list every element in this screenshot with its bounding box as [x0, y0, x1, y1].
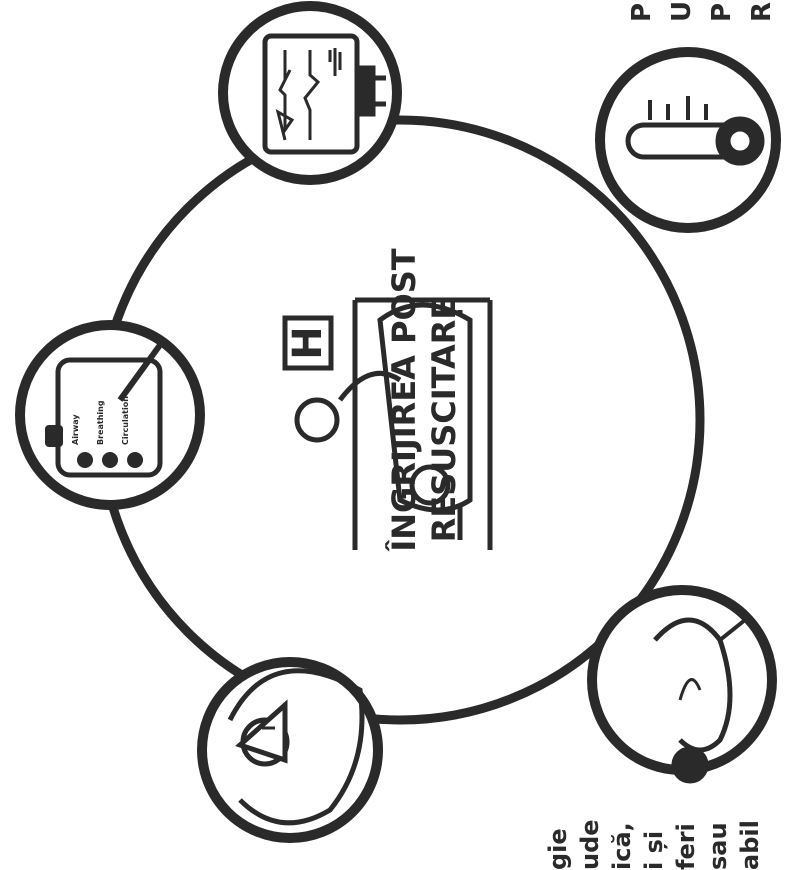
fragment-3: i și	[640, 831, 668, 870]
circulation-letter: C	[131, 456, 141, 463]
checklist-icon: A Airway B Breathing C Circulation	[45, 345, 160, 475]
top-fragment-1: U	[667, 1, 697, 22]
title-line2: RESUSCITARE	[425, 298, 463, 543]
airway-label: Airway	[71, 414, 80, 445]
top-fragment-2: P	[707, 3, 737, 22]
top-fragment-3: R	[747, 2, 777, 22]
fragment-0: gie	[544, 828, 572, 870]
bottom-left-fragments: gie ude ică, i și feri sau abil	[544, 819, 764, 870]
fragment-4: feri	[672, 823, 700, 870]
brain-node	[202, 662, 378, 838]
title-line1: ÎNGRIJIREA POST	[385, 248, 423, 551]
airway-letter: A	[81, 456, 91, 463]
fragment-5: sau	[704, 822, 732, 870]
top-fragment-0: P	[627, 3, 657, 22]
fragment-2: ică,	[608, 822, 636, 870]
hospital-sign: H	[285, 326, 331, 359]
stomach-node	[592, 590, 772, 781]
thermometer-node	[600, 52, 776, 228]
checklist-node: A Airway B Breathing C Circulation	[20, 325, 200, 505]
breathing-letter: B	[106, 456, 116, 463]
fragment-6: abil	[736, 820, 764, 870]
circulation-label: Circulation	[121, 396, 130, 445]
top-right-fragments: P U P R	[627, 1, 777, 22]
monitor-node	[223, 6, 397, 180]
fragment-1: ude	[576, 819, 604, 870]
breathing-label: Breathing	[96, 400, 105, 445]
